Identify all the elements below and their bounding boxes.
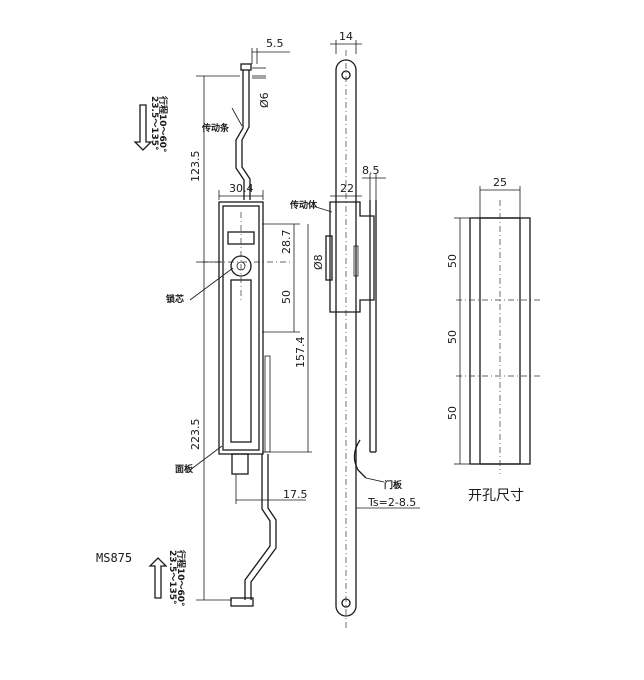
dim-ts-text: Ts=2-8.5 <box>367 496 416 509</box>
top-drive-rod-inner <box>241 70 251 200</box>
leader-door-panel <box>365 477 385 483</box>
leader-drive-body <box>315 206 333 213</box>
label-lock-core: 锁芯 <box>166 293 184 305</box>
bottom-drive-rod-inner <box>244 454 271 600</box>
front-dimensions: 5.5 Ø6 123.5 223.5 30.4 28.7 50 157.4 17… <box>189 37 312 601</box>
top-stroke-callout: 行程10～60° 23.5～135° <box>133 95 169 153</box>
label-panel: 面板 <box>175 463 194 475</box>
top-drive-rod <box>235 70 245 200</box>
angle-bottom-text: 23.5～135° <box>167 550 177 605</box>
handle-curve <box>353 439 367 479</box>
dim-22-text: 22 <box>340 182 354 195</box>
dim-28-7-text: 28.7 <box>280 230 293 255</box>
bottom-pin <box>230 597 254 607</box>
dim-50-a-text: 50 <box>446 254 459 268</box>
handle-slot <box>230 279 252 443</box>
dim-17-5-text: 17.5 <box>283 488 308 501</box>
dim-50-text: 50 <box>280 290 293 304</box>
bottom-drive-rod <box>250 454 277 600</box>
up-arrow-icon <box>148 557 168 599</box>
dim-50-c-text: 50 <box>446 406 459 420</box>
dim-14-text: 14 <box>339 30 353 43</box>
dim-phi6-text: Ø6 <box>258 92 271 108</box>
top-pin-head <box>240 63 252 71</box>
housing-inner <box>222 205 260 451</box>
label-drive-bar: 传动条 <box>201 122 230 134</box>
side-view <box>325 50 377 630</box>
dim-30-4-text: 30.4 <box>229 182 254 195</box>
leader-drive-bar <box>231 107 243 127</box>
model-text: MS875 <box>96 551 132 565</box>
front-view <box>202 63 290 607</box>
dim-123-5-text: 123.5 <box>189 151 202 183</box>
drive-body <box>329 201 375 313</box>
stroke-top-text: 行程10～60° <box>157 95 169 153</box>
dim-50-b-text: 50 <box>446 330 459 344</box>
dim-223-5-text: 223.5 <box>189 419 202 451</box>
dim-157-4-text: 157.4 <box>294 337 307 369</box>
bottom-stroke-callout: MS875 行程10～60° 23.5～135° <box>96 549 187 607</box>
drive-body-slot <box>353 245 359 277</box>
label-drive-body: 传动体 <box>289 199 318 211</box>
bottom-nub <box>231 453 249 475</box>
dim-5-5-text: 5.5 <box>266 37 284 50</box>
down-arrow-icon <box>133 104 153 151</box>
dim-25-text: 25 <box>493 176 507 189</box>
dim-phi8-text: Ø8 <box>312 254 325 270</box>
side-dimensions: 14 22 8.5 Ø8 Ts=2-8.5 <box>312 30 420 509</box>
drive-body-knob <box>325 235 333 281</box>
handle-side <box>264 355 271 453</box>
leader-lock-core <box>189 267 234 301</box>
stroke-bottom-text: 行程10～60° <box>175 549 187 607</box>
angle-top-text: 23.5～135° <box>149 96 159 151</box>
cutout-view <box>456 200 540 474</box>
dim-8-5-text: 8.5 <box>362 164 380 177</box>
label-door-panel: 门板 <box>384 479 403 491</box>
cutout-dimensions: 25 50 50 50 <box>446 176 521 465</box>
cutout-caption: 开孔尺寸 <box>468 488 524 504</box>
leader-panel <box>189 445 223 471</box>
